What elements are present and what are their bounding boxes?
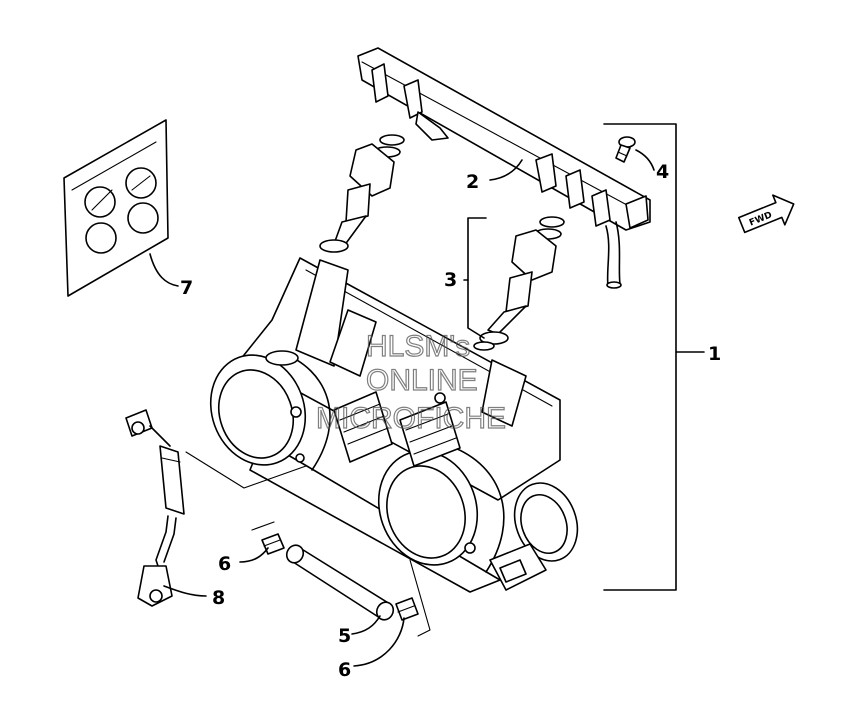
callout-8: 8 bbox=[212, 587, 225, 609]
callout-6-upper: 6 bbox=[218, 553, 231, 575]
callout-5: 5 bbox=[338, 625, 351, 647]
callout-3: 3 bbox=[444, 269, 457, 291]
clamp-part-6-lower[interactable] bbox=[395, 597, 419, 621]
injector-right-part-3[interactable] bbox=[473, 216, 565, 351]
watermark-line-3: MICROFICHE bbox=[316, 402, 506, 435]
leader-lines bbox=[149, 123, 705, 667]
callout-1: 1 bbox=[708, 343, 721, 365]
watermark-line-2: ONLINE bbox=[366, 364, 478, 397]
watermark-line-1: HLSM's bbox=[366, 330, 470, 363]
watermark: HLSM's ONLINE MICROFICHE bbox=[315, 329, 506, 435]
bolt-part-4[interactable] bbox=[615, 136, 636, 163]
injector-left[interactable] bbox=[319, 134, 405, 253]
hose-part-5[interactable] bbox=[284, 542, 397, 623]
callout-7: 7 bbox=[180, 277, 193, 299]
forward-arrow-icon: FWD bbox=[737, 194, 795, 234]
throttle-body-part-1[interactable] bbox=[196, 257, 588, 593]
fuel-rail-part-2[interactable] bbox=[357, 47, 651, 289]
callout-6-lower: 6 bbox=[338, 659, 351, 681]
cable-part-8[interactable] bbox=[125, 409, 185, 607]
callout-2: 2 bbox=[466, 171, 479, 193]
gasket-part-7[interactable] bbox=[63, 119, 169, 297]
callout-4: 4 bbox=[656, 161, 669, 183]
